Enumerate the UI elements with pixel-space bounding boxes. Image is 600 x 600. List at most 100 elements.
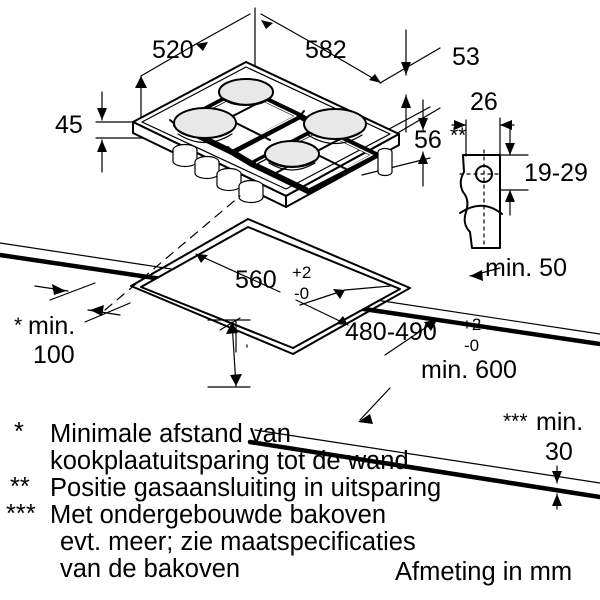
pan-support-grid-right	[249, 125, 379, 194]
dim-53-leader	[379, 47, 441, 84]
dim-520-leader-2	[140, 43, 197, 77]
dim-min100-arrowhead-left	[52, 284, 66, 295]
dim-520-end-arrow	[135, 76, 147, 88]
burner-left	[173, 107, 237, 144]
legend-line-1-2: kookplaatuitsparing tot de wand	[50, 447, 409, 475]
dim-560-arrowhead-right	[336, 316, 348, 325]
dim-582-arrowhead	[261, 20, 273, 29]
control-knobs	[172, 143, 264, 204]
dim-45-group: 45	[55, 91, 153, 173]
dim-label-min-600: min. 600	[421, 356, 517, 384]
dim-min50-arrowhead	[470, 270, 483, 281]
dim-582-arrowhead-2	[369, 74, 381, 83]
dim-min600-arrowhead-lower	[358, 414, 373, 424]
worktop-front-edge-lower	[247, 439, 600, 500]
dim-label-560-tol-minus: -0	[294, 284, 309, 303]
dim-560-arrowhead-left	[196, 254, 208, 263]
control-knob-2	[194, 155, 220, 180]
legend-marker-3: ***	[6, 500, 36, 528]
dim-label-480-tol-minus: -0	[464, 336, 479, 355]
burner-base-rear	[220, 96, 272, 106]
dim-label-min-50: min. 50	[485, 254, 567, 282]
dim-520-leader	[195, 13, 251, 45]
dim-26-arrowhead-left	[454, 120, 466, 130]
legend-line-3-2: evt. meer; zie maatspecificaties	[60, 528, 416, 556]
dim-56-arrow-down	[418, 118, 428, 130]
dim-19-29-group: 19-29	[499, 127, 588, 216]
dim-480-leader-arrowhead	[333, 289, 345, 299]
unit-label: Afmeting in mm	[395, 558, 572, 586]
dim-label-45: 45	[55, 111, 83, 139]
dim-45-arrow-down	[97, 108, 107, 120]
dim-480-leader-upper-2	[344, 285, 391, 291]
legend-line-2-1: Positie gasaansluiting in uitsparing	[50, 474, 441, 502]
dim-min-50-group: min. 50	[469, 254, 567, 282]
burner-base-left-2	[177, 133, 233, 144]
burner-rear	[218, 78, 274, 106]
dim-26-group: 26 **	[450, 88, 515, 157]
dim-min100-ext-left	[49, 282, 96, 301]
dim-560-leader-left	[195, 253, 281, 293]
dim-label-19-29: 19-29	[524, 159, 588, 187]
dim-min600-arrowhead-upper	[424, 320, 437, 331]
burner-base-right-2	[307, 134, 363, 145]
legend-marker-2: **	[10, 473, 30, 501]
cutout-outer-rim	[130, 218, 411, 355]
dim-label-480-tol-plus: +2	[462, 315, 481, 334]
dim-min-30-group: *** min. 30	[503, 408, 583, 510]
dim-53-arrow-up	[401, 95, 411, 108]
gas-pipe-stub	[377, 147, 393, 177]
dim-min600-leader-lower	[359, 387, 391, 421]
dim-label-56: 56	[414, 126, 442, 154]
dim-label-520: 520	[152, 36, 194, 64]
burner-cap-front	[264, 140, 320, 168]
dim-min-100-group: * min. 100	[14, 282, 131, 369]
burner-base-front	[266, 158, 318, 168]
dim-56-arrow-up	[418, 152, 428, 164]
dim-480-arrowhead-bottom	[230, 374, 242, 386]
gas-hose-arc	[459, 204, 503, 215]
dim-53-group: 53	[379, 29, 480, 135]
legend-line-1-1: Minimale afstand van	[50, 420, 291, 448]
dim-label-min-100-value: 100	[33, 341, 75, 369]
dim-min100-arrowhead-right	[90, 305, 104, 316]
min100-star-marker: *	[14, 314, 22, 337]
dim-label-26: 26	[470, 88, 498, 116]
wall-reference-dashed-line	[104, 195, 241, 311]
dim-min-600-group: min. 600	[358, 319, 517, 424]
legend-line-3-3: van de bakoven	[60, 555, 240, 583]
legend-block: * Minimale afstand van kookplaatuitspari…	[6, 418, 441, 583]
worktop-top-edge-lower	[254, 429, 600, 484]
burner-right	[303, 108, 367, 145]
legend-line-3-1: Met ondergebouwde bakoven	[50, 501, 386, 529]
burner-front	[264, 140, 320, 171]
dim-582-leader-2	[315, 44, 382, 84]
dim-26-arrowhead-right	[500, 120, 512, 130]
dim-label-min-30: min.	[536, 408, 583, 436]
dim-19-29-arrowhead-bottom	[505, 190, 515, 202]
dim-min30-arrowhead-top	[552, 471, 562, 483]
dim-label-min-100: min.	[28, 312, 75, 340]
hob-inner-rim	[141, 66, 391, 190]
gas-connection-detail: 26 ** 19-29	[450, 88, 588, 249]
control-knob-1	[172, 143, 198, 168]
dim-label-53: 53	[452, 43, 480, 71]
dim-label-582: 582	[305, 36, 347, 64]
min30-star-marker: ***	[503, 410, 528, 433]
burner-cap-rear	[218, 78, 274, 106]
dim-56-group: 56	[361, 99, 442, 187]
dim-45-arrow-up	[97, 140, 107, 152]
dim-480-490-group: 480-490 +2 -0	[207, 285, 481, 388]
gas-position-star-marker: **	[450, 124, 466, 147]
burner-base-front-2	[268, 162, 316, 171]
control-knob-3	[216, 167, 242, 192]
dim-19-29-arrowhead-top	[505, 143, 515, 155]
dim-560-group: 560 +2 -0	[195, 253, 349, 326]
dim-582-leader	[260, 13, 317, 46]
burner-base-right	[305, 129, 365, 140]
dim-label-min-30-value: 30	[545, 438, 573, 466]
dim-56-leader-bottom	[361, 157, 431, 176]
burner-base-left	[175, 128, 235, 139]
